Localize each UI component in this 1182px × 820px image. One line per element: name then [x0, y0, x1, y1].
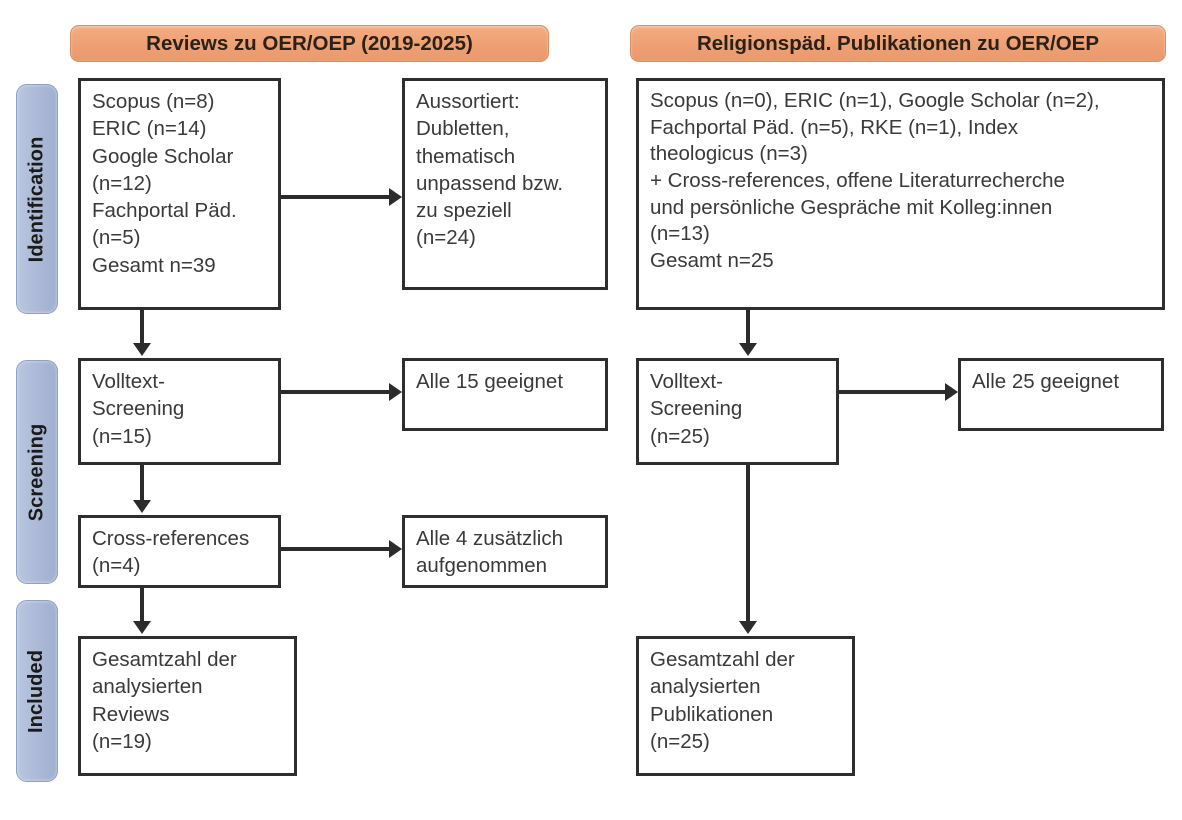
- column-header-right: Religionspäd. Publikationen zu OER/OEP: [630, 25, 1166, 62]
- column-header-right-text: Religionspäd. Publikationen zu OER/OEP: [696, 31, 1100, 55]
- box-right-included-total-text: Gesamtzahl der analysierten Publikatione…: [650, 648, 795, 753]
- column-header-left: Reviews zu OER/OEP (2019-2025): [70, 25, 549, 62]
- arrowhead-right-screening-to-included: [739, 621, 757, 634]
- arrowhead-left-crossrefs-to-result: [389, 540, 402, 558]
- arrowhead-right-screening-to-result: [945, 383, 958, 401]
- box-left-fulltext-screening: Volltext- Screening (n=15): [78, 358, 281, 465]
- box-left-identification-sources: Scopus (n=8) ERIC (n=14) Google Scholar …: [78, 78, 281, 310]
- box-left-identification-sources-text: Scopus (n=8) ERIC (n=14) Google Scholar …: [92, 90, 237, 277]
- connector-left-crossrefs-to-included: [140, 588, 144, 622]
- connector-left-crossrefs-to-result: [281, 547, 389, 551]
- box-left-crossreferences-result-text: Alle 4 zusätzlich aufgenommen: [416, 527, 563, 578]
- box-left-screening-result-text: Alle 15 geeignet: [416, 370, 564, 393]
- arrowhead-left-screening-to-result: [389, 383, 402, 401]
- connector-left-sources-to-screening: [140, 310, 144, 344]
- box-right-fulltext-screening: Volltext- Screening (n=25): [636, 358, 839, 465]
- box-left-crossreferences-text: Cross-references (n=4): [92, 527, 250, 578]
- box-right-fulltext-screening-text: Volltext- Screening (n=25): [650, 370, 743, 448]
- box-left-screening-result: Alle 15 geeignet: [402, 358, 608, 431]
- arrowhead-right-sources-to-screening: [739, 343, 757, 356]
- phase-label-identification: Identification: [16, 84, 58, 314]
- box-left-crossreferences-result: Alle 4 zusätzlich aufgenommen: [402, 515, 608, 588]
- arrowhead-left-screening-to-crossrefs: [133, 500, 151, 513]
- box-left-excluded: Aussortiert: Dubletten, thematisch unpas…: [402, 78, 608, 290]
- phase-label-screening-text: Screening: [25, 423, 48, 521]
- arrowhead-left-sources-to-excluded: [389, 188, 402, 206]
- box-left-crossreferences: Cross-references (n=4): [78, 515, 281, 588]
- arrowhead-left-sources-to-screening: [133, 343, 151, 356]
- box-right-identification-sources-text: Scopus (n=0), ERIC (n=1), Google Scholar…: [650, 89, 1100, 272]
- connector-left-screening-to-result: [281, 390, 389, 394]
- phase-label-identification-text: Identification: [25, 136, 48, 262]
- connector-right-screening-to-result: [839, 390, 945, 394]
- box-right-included-total: Gesamtzahl der analysierten Publikatione…: [636, 636, 855, 776]
- connector-right-sources-to-screening: [746, 310, 750, 344]
- phase-label-included: Included: [16, 600, 58, 782]
- box-left-excluded-text: Aussortiert: Dubletten, thematisch unpas…: [416, 90, 564, 250]
- phase-label-screening: Screening: [16, 360, 58, 584]
- box-left-included-total: Gesamtzahl der analysierten Reviews (n=1…: [78, 636, 297, 776]
- box-right-identification-sources: Scopus (n=0), ERIC (n=1), Google Scholar…: [636, 78, 1165, 310]
- column-header-left-text: Reviews zu OER/OEP (2019-2025): [146, 31, 473, 55]
- connector-left-sources-to-excluded: [281, 195, 389, 199]
- box-left-fulltext-screening-text: Volltext- Screening (n=15): [92, 370, 185, 448]
- box-right-screening-result: Alle 25 geeignet: [958, 358, 1164, 431]
- box-right-screening-result-text: Alle 25 geeignet: [972, 370, 1120, 393]
- connector-left-screening-to-crossrefs: [140, 465, 144, 501]
- box-left-included-total-text: Gesamtzahl der analysierten Reviews (n=1…: [92, 648, 237, 753]
- connector-right-screening-to-included: [746, 465, 750, 623]
- phase-label-included-text: Included: [25, 649, 48, 733]
- arrowhead-left-crossrefs-to-included: [133, 621, 151, 634]
